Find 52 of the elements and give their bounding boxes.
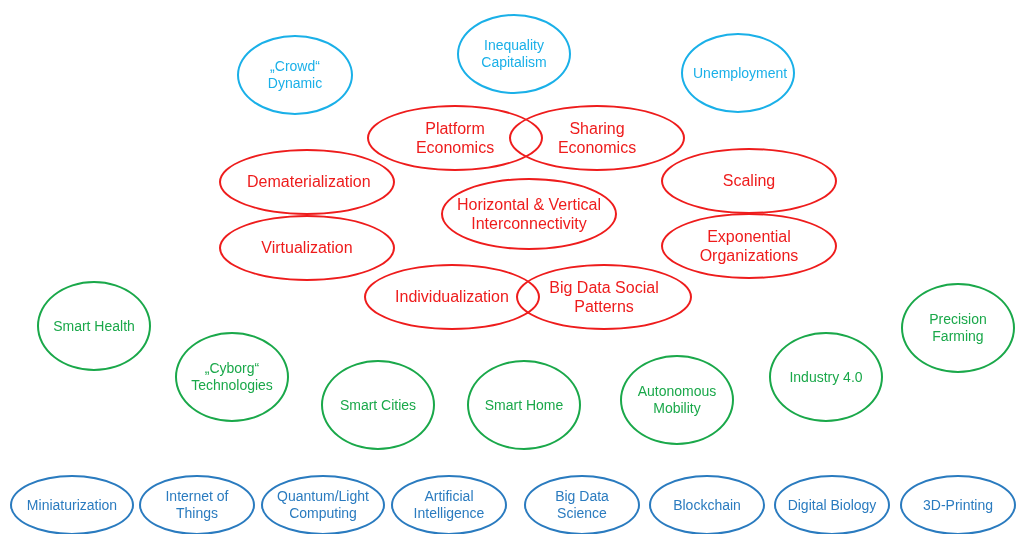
topic-label: „Cyborg“ Technologies bbox=[190, 360, 274, 394]
topic-ellipse bbox=[237, 35, 353, 115]
topic-label: Smart Health bbox=[53, 317, 135, 335]
topic-ellipse bbox=[219, 215, 395, 281]
topic-label: Blockchain bbox=[673, 496, 741, 514]
topic-label: Platform Economics bbox=[414, 118, 496, 158]
topic-label: Exponential Organizations bbox=[698, 226, 800, 266]
topic-ellipse bbox=[774, 475, 890, 534]
topic-label: Virtualization bbox=[261, 238, 353, 258]
topic-ellipse bbox=[37, 281, 151, 371]
topic-label: 3D-Printing bbox=[923, 496, 993, 514]
topic-ellipse bbox=[509, 105, 685, 171]
topic-label: Precision Farming bbox=[928, 311, 988, 345]
topic-ellipse bbox=[367, 105, 543, 171]
topic-ellipse bbox=[441, 178, 617, 250]
topic-ellipse bbox=[649, 475, 765, 534]
topic-ellipse bbox=[681, 33, 795, 113]
topic-label: Industry 4.0 bbox=[789, 368, 863, 386]
topic-label: Internet of Things bbox=[164, 488, 230, 522]
topic-label: Artificial Intelligence bbox=[412, 488, 486, 522]
topic-label: Digital Biology bbox=[787, 496, 877, 514]
topic-ellipse bbox=[175, 332, 289, 422]
topic-label: Quantum/Light Computing bbox=[276, 488, 370, 522]
topic-ellipse bbox=[321, 360, 435, 450]
topic-ellipse bbox=[901, 283, 1015, 373]
topic-label: Individualization bbox=[395, 287, 509, 307]
topic-ellipse bbox=[219, 149, 395, 215]
topic-ellipse bbox=[457, 14, 571, 94]
topic-ellipse bbox=[661, 148, 837, 214]
topic-ellipse bbox=[261, 475, 385, 534]
topic-ellipse bbox=[769, 332, 883, 422]
topic-ellipse bbox=[10, 475, 134, 534]
topic-label: Big Data Science bbox=[554, 488, 610, 522]
topic-label: Horizontal & Vertical Interconnectivity bbox=[455, 194, 603, 234]
topic-label: Scaling bbox=[722, 171, 776, 191]
topic-ellipse bbox=[364, 264, 540, 330]
topic-label: Miniaturization bbox=[26, 496, 118, 514]
topic-ellipse bbox=[524, 475, 640, 534]
topic-ellipse bbox=[661, 213, 837, 279]
topic-ellipse bbox=[620, 355, 734, 445]
topic-label: „Crowd“ Dynamic bbox=[266, 58, 324, 92]
topic-ellipse bbox=[900, 475, 1016, 534]
topic-ellipse bbox=[467, 360, 581, 450]
topic-label: Smart Cities bbox=[339, 396, 417, 414]
topic-label: Inequality Capitalism bbox=[480, 37, 548, 71]
topic-label: Big Data Social Patterns bbox=[548, 277, 660, 317]
topic-label: Smart Home bbox=[484, 396, 564, 414]
topic-ellipse bbox=[139, 475, 255, 534]
topic-ellipse bbox=[391, 475, 507, 534]
topic-label: Sharing Economics bbox=[556, 118, 638, 158]
topic-label: Autonomous Mobility bbox=[636, 383, 718, 417]
topic-ellipse bbox=[516, 264, 692, 330]
